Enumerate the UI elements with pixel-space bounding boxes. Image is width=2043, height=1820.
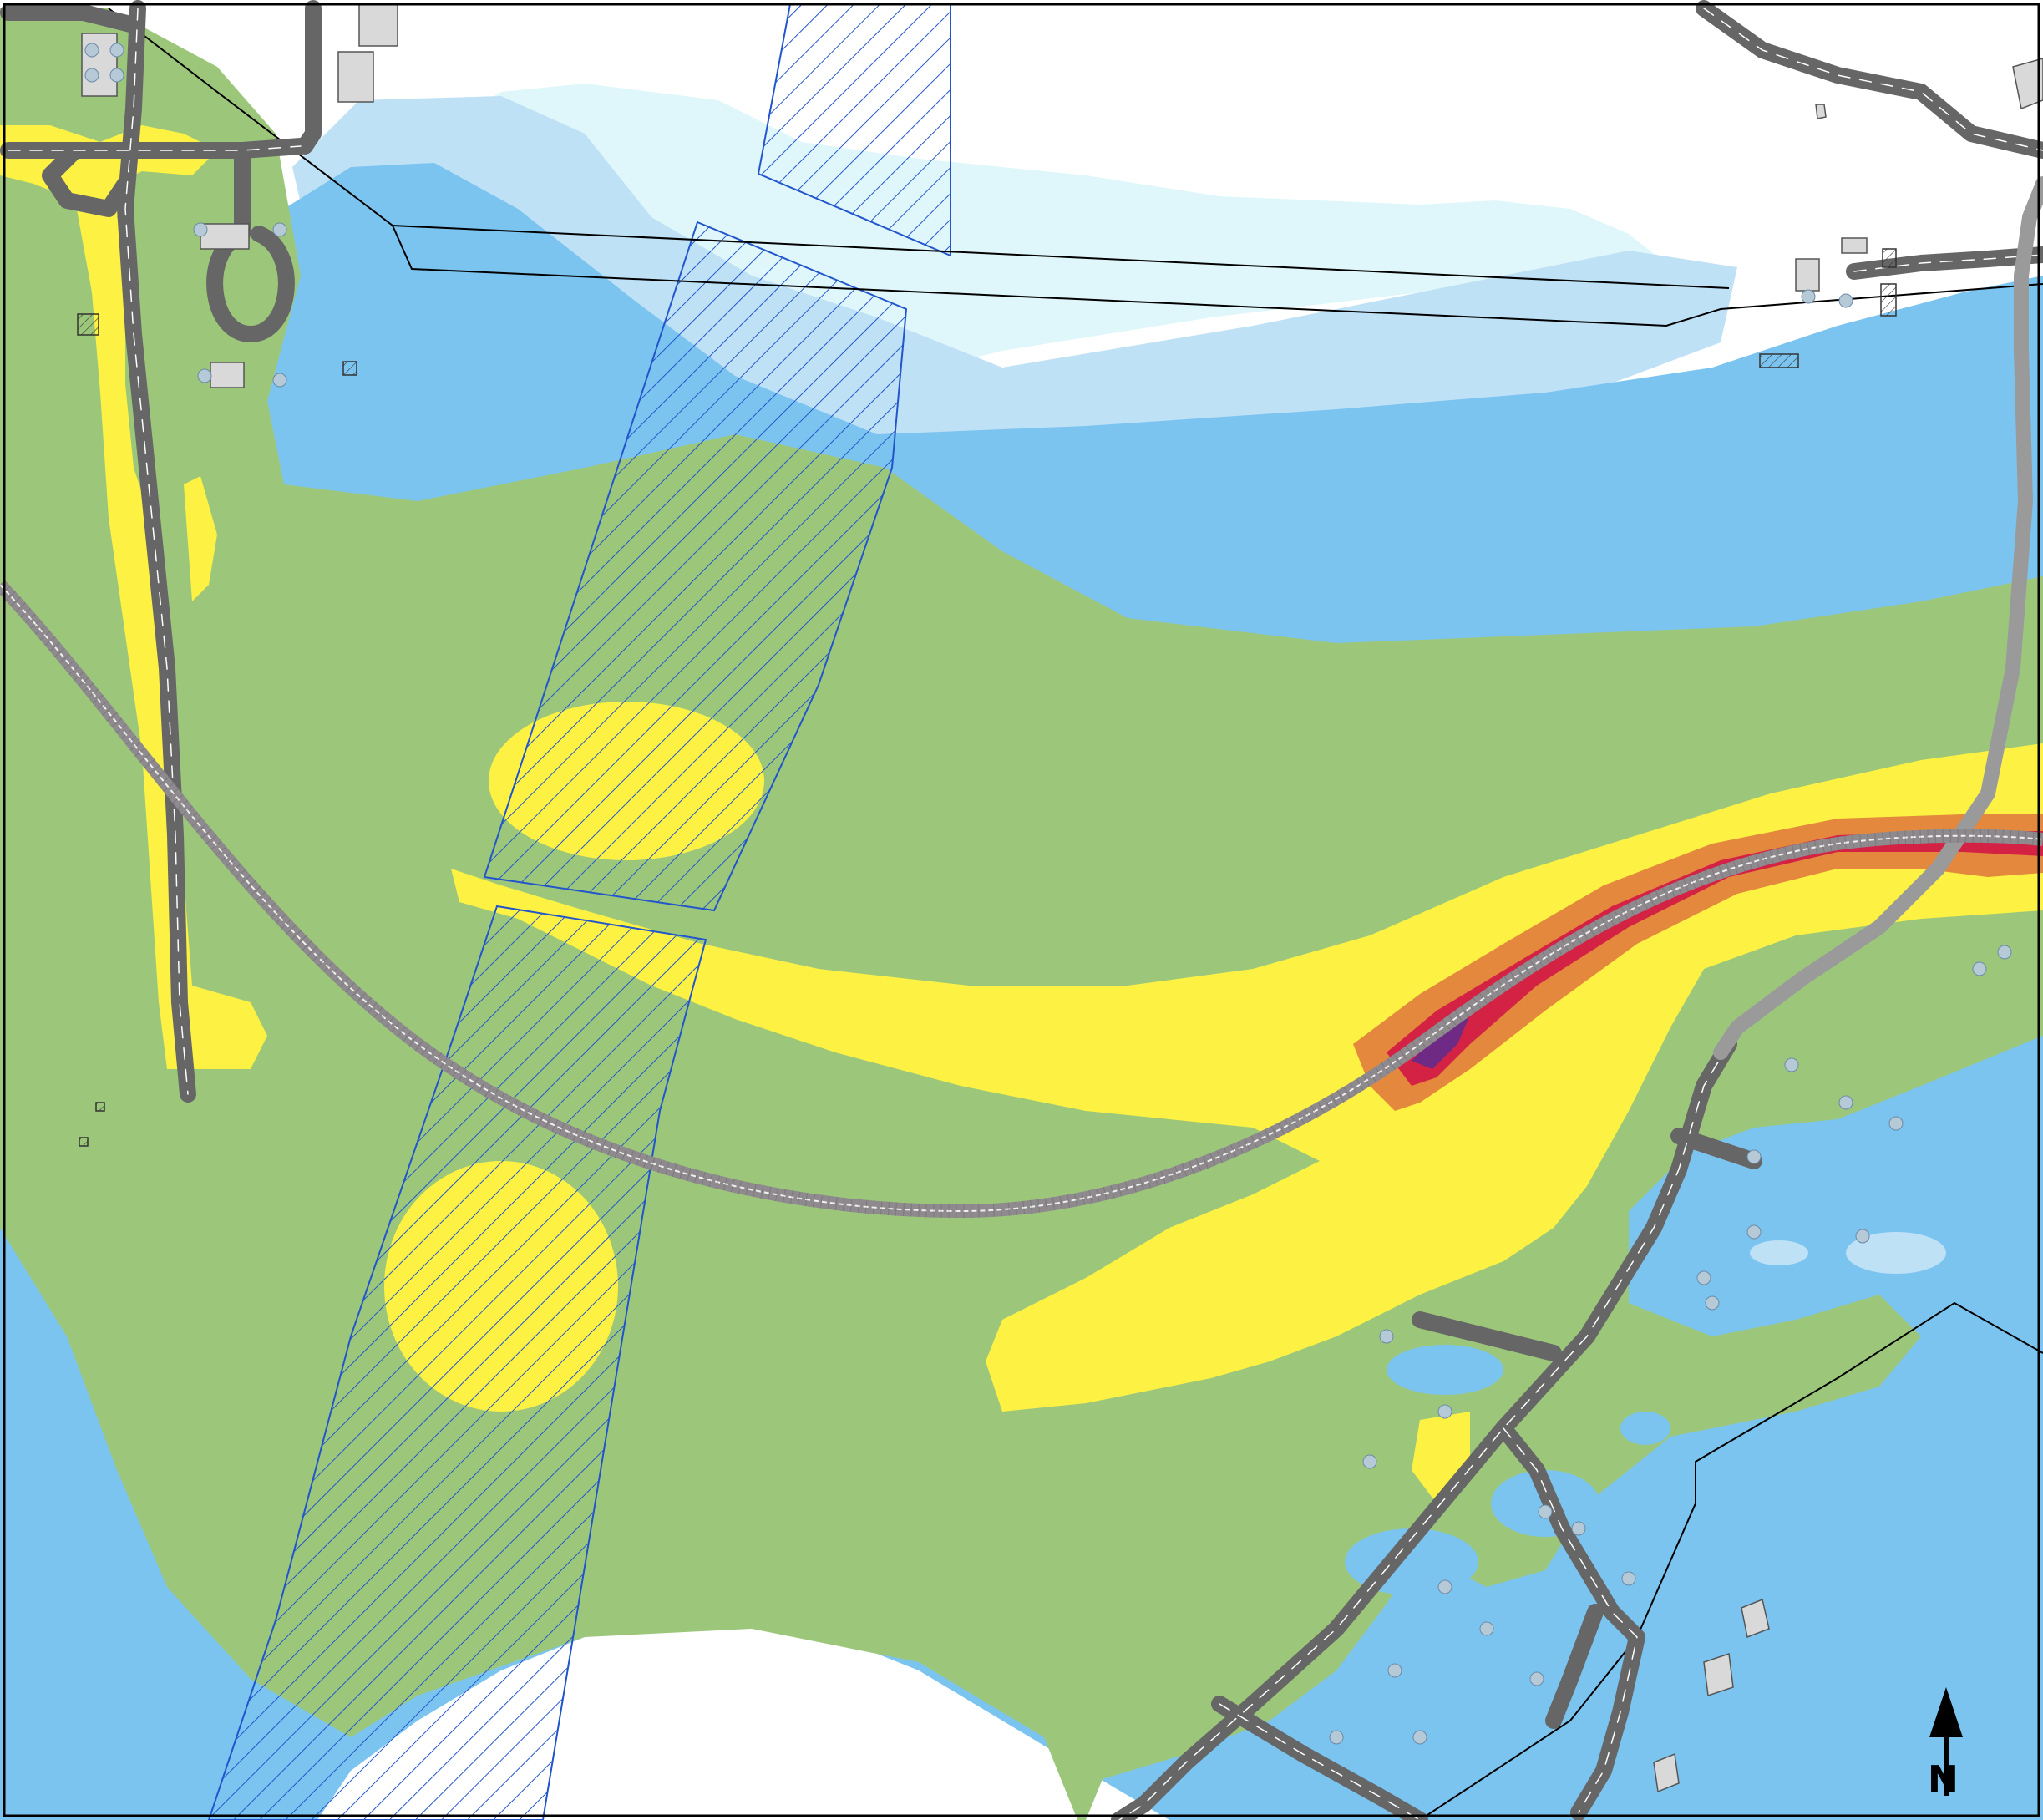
noise-zone-yellow-nw [0,125,267,1069]
buildings [81,3,2043,1793]
hatched-buildings [77,248,1897,1147]
north-label: N [1928,1758,1959,1801]
building [337,51,374,103]
north-arrow: N [1928,1687,1963,1801]
map-frame [3,3,2040,1817]
receptor-markers [84,43,2012,1745]
road-south-branch-2 [1412,1311,1562,1361]
building [1653,1752,1680,1793]
road-nw-loop [42,142,134,217]
railway [0,580,2043,1219]
building [200,223,250,250]
noise-zone-red [1387,831,2043,1086]
building [210,362,245,388]
noise-zone-yellow-sliver [184,476,217,601]
building [2012,58,2043,110]
road-top-north [297,0,322,155]
building [1815,104,1827,119]
road-south-branch-5 [1670,1128,1762,1169]
building [1703,1652,1734,1697]
building [1795,258,1820,292]
building [358,3,398,47]
noise-zone-purple [1412,1015,1470,1069]
road-east-highway [1713,176,2043,1060]
building [1841,237,1868,254]
road-top-left-corner [0,4,142,33]
hatched-area-central-upper [483,221,908,912]
noise-zone-light-blue-pockets [1750,1232,1946,1274]
road-south-branch-4 [1545,1604,1604,1729]
project-boundary [108,8,2043,1820]
building [1741,1598,1770,1639]
building [81,33,118,97]
road-cul-de-sac [206,142,295,342]
north-arrow-head-icon [1929,1687,1963,1737]
